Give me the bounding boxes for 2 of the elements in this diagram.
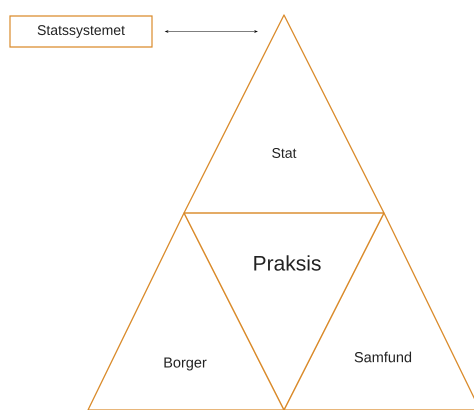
label-box: Statssystemet: [9, 15, 153, 48]
triangle: Stat: [183, 14, 385, 214]
